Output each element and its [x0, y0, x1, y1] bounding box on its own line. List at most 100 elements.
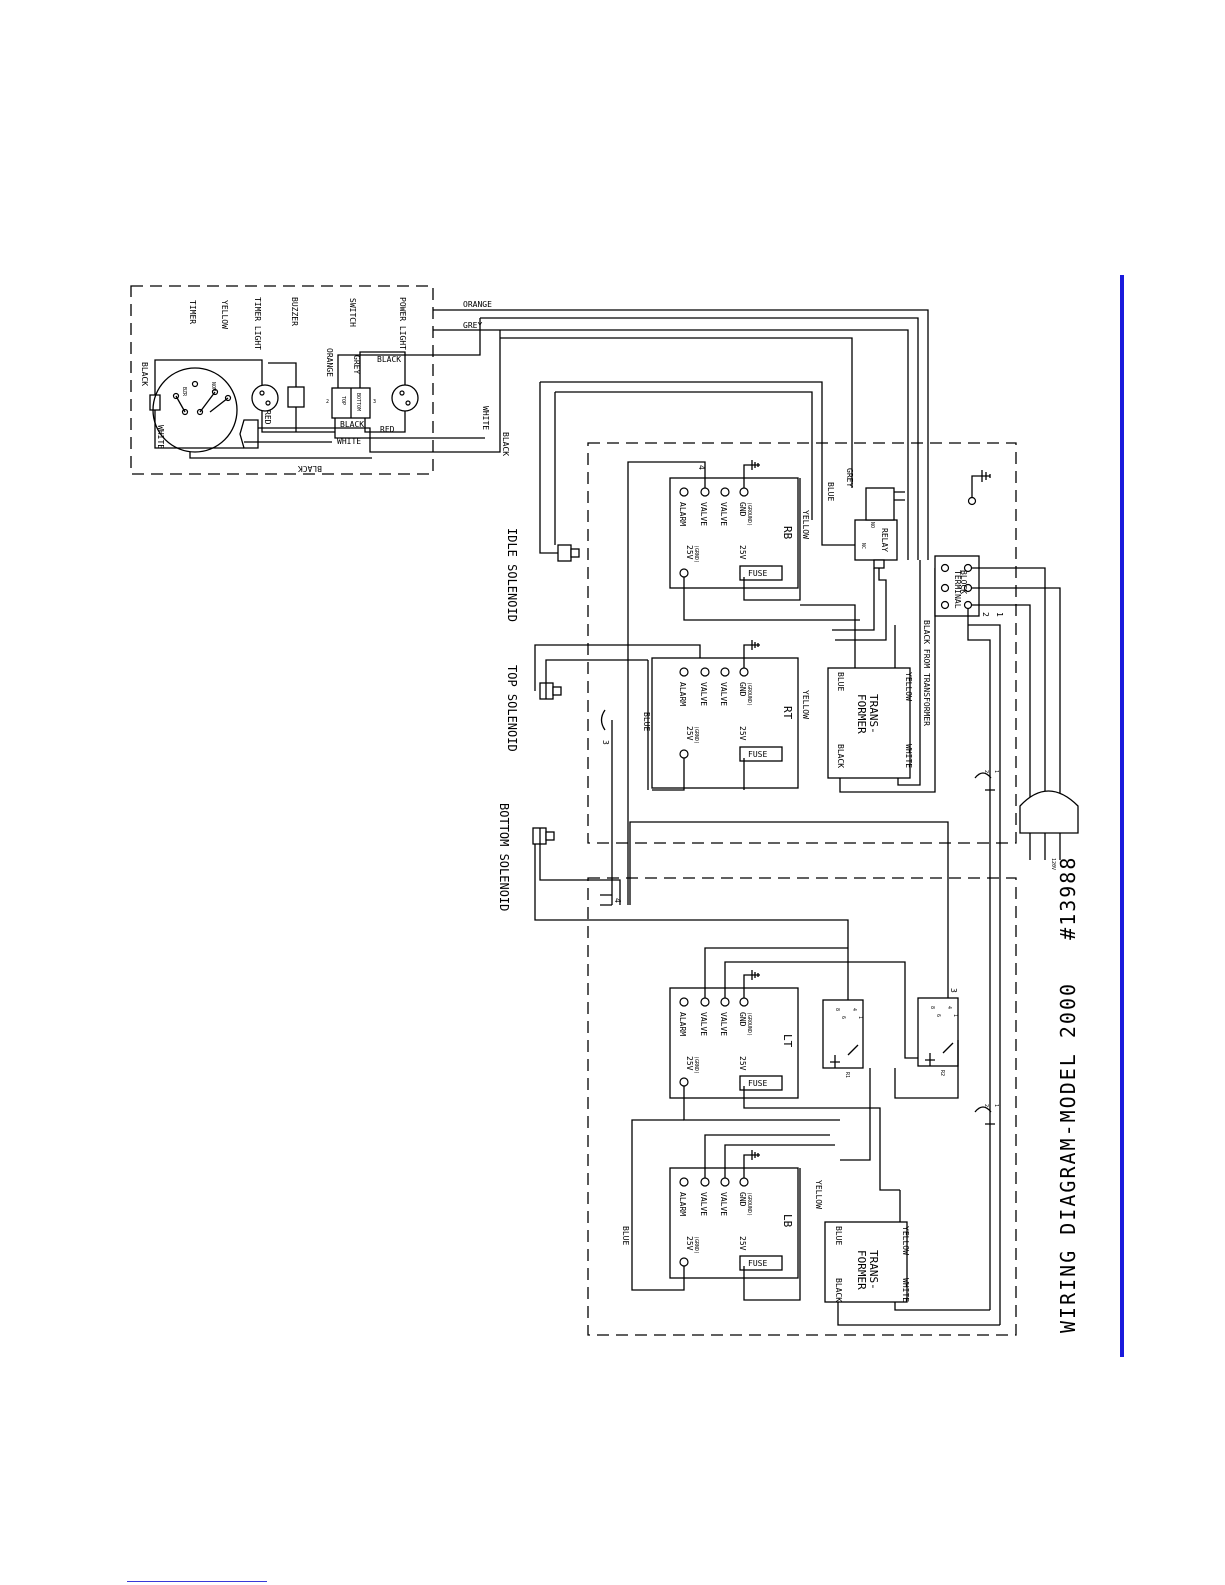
top-solenoid-label: TOP SOLENOID [505, 665, 519, 752]
svg-text:3: 3 [373, 399, 376, 405]
svg-text:6: 6 [840, 1016, 846, 1019]
svg-text:BZR: BZR [181, 387, 187, 397]
power-light-icon [391, 384, 419, 412]
svg-text:TRANS-: TRANS- [867, 1250, 880, 1290]
module-rb: ALARM VALVE VALVE GND (GROUND) 25V (GRND… [627, 460, 860, 690]
svg-text:VALVE: VALVE [719, 682, 728, 706]
svg-text:GREY: GREY [352, 355, 361, 374]
svg-text:FORMER: FORMER [855, 694, 868, 734]
svg-text:25V: 25V [685, 545, 694, 560]
svg-text:8: 8 [929, 1006, 935, 1009]
svg-text:(GROUND): (GROUND) [746, 682, 752, 706]
svg-text:1: 1 [995, 612, 1004, 617]
power-light-label: POWER LIGHT [398, 297, 407, 350]
interconnect-wires: 3 4 4 BLUE BLUE 2 1 2 1 [600, 465, 999, 1245]
svg-text:BLACK: BLACK [501, 432, 510, 456]
svg-text:WHITE: WHITE [337, 437, 361, 446]
svg-text:R1: R1 [844, 1072, 850, 1078]
yellow-label: YELLOW [220, 300, 229, 329]
idle-solenoid: IDLE SOLENOID [505, 382, 580, 622]
relay: RELAY NC NO BLUE GREY [826, 468, 905, 641]
svg-text:R2: R2 [939, 1070, 945, 1076]
svg-text:NO: NO [869, 522, 875, 528]
module-lt: ALARM VALVE VALVE GND (GROUND) 25V (GRND… [669, 947, 920, 1191]
svg-text:VALVE: VALVE [719, 1012, 728, 1036]
svg-text:3: 3 [601, 740, 610, 745]
svg-text:VALVE: VALVE [699, 1192, 708, 1216]
svg-text:RELAY: RELAY [880, 528, 889, 552]
svg-text:BLACK: BLACK [836, 744, 845, 768]
relay-r1: 8 6 4 1 R1 [822, 999, 864, 1078]
svg-text:BLUE: BLUE [826, 482, 835, 501]
timer-label: TIMER [188, 300, 197, 324]
svg-text:VALVE: VALVE [719, 502, 728, 526]
module-rt: ALARM VALVE VALVE GND (GROUND) 25V (GRND… [651, 640, 810, 791]
svg-text:1: 1 [993, 770, 999, 773]
svg-text:25V: 25V [738, 1056, 747, 1071]
svg-text:VALVE: VALVE [699, 682, 708, 706]
svg-text:(GROUND): (GROUND) [746, 1012, 752, 1036]
svg-text:GND: GND [738, 1192, 747, 1207]
transformer-left: TRANS- FORMER BLUE YELLOW BLACK WHITE [824, 1190, 1000, 1326]
svg-text:BLACK FROM TRANSFORMER: BLACK FROM TRANSFORMER [922, 620, 931, 726]
svg-text:(GROUND): (GROUND) [746, 502, 752, 526]
ground-icon [967, 496, 977, 506]
svg-text:BLACK: BLACK [140, 362, 149, 386]
svg-text:25V: 25V [738, 726, 747, 741]
svg-text:WHITE: WHITE [901, 1278, 910, 1302]
svg-text:NC: NC [860, 543, 866, 549]
bottom-link-underline[interactable] [127, 1581, 267, 1582]
svg-text:2: 2 [983, 1104, 989, 1107]
svg-text:4: 4 [851, 1008, 857, 1011]
top-solenoid: TOP SOLENOID [505, 644, 701, 752]
svg-text:4: 4 [946, 1006, 952, 1009]
diagram-title: WIRING DIAGRAM-MODEL 2000 #13988 [1056, 856, 1080, 1333]
svg-text:VALVE: VALVE [719, 1192, 728, 1216]
svg-text:FUSE: FUSE [748, 569, 767, 578]
svg-text:25V: 25V [685, 1236, 694, 1251]
bottom-solenoid: BOTTOM SOLENOID [497, 803, 849, 1000]
svg-text:25V: 25V [738, 1236, 747, 1251]
svg-text:ORANGE: ORANGE [463, 300, 492, 309]
svg-text:VALVE: VALVE [699, 1012, 708, 1036]
module-rb-label: RB [781, 526, 794, 540]
svg-text:YELLOW: YELLOW [801, 510, 810, 539]
svg-text:8: 8 [834, 1008, 840, 1011]
svg-text:1: 1 [993, 1104, 999, 1107]
svg-text:GND: GND [738, 1012, 747, 1027]
svg-text:ORANGE: ORANGE [325, 348, 334, 377]
svg-text:6: 6 [935, 1014, 941, 1017]
svg-text:WHITE: WHITE [904, 744, 913, 768]
svg-text:3: 3 [949, 988, 958, 993]
bottom-solenoid-label: BOTTOM SOLENOID [497, 803, 511, 911]
svg-text:(GRND): (GRND) [693, 1056, 699, 1074]
svg-text:25V: 25V [685, 726, 694, 741]
control-panel: TIMER YELLOW TIMER LIGHT BUZZER SWITCH P… [130, 285, 510, 475]
svg-text:4: 4 [613, 898, 622, 903]
buzzer-label: BUZZER [290, 297, 299, 326]
svg-text:GREY: GREY [463, 321, 482, 330]
relay-r2: 8 6 4 1 R2 3 [629, 821, 959, 1099]
svg-text:FUSE: FUSE [748, 1079, 767, 1088]
svg-text:BLACK: BLACK [834, 1278, 843, 1302]
svg-text:ALARM: ALARM [678, 1012, 687, 1036]
svg-text:VALVE: VALVE [699, 502, 708, 526]
module-lb: ALARM VALVE VALVE GND (GROUND) 25V (GRND… [631, 1119, 835, 1301]
svg-text:FORMER: FORMER [855, 1250, 868, 1290]
switch-label: SWITCH [348, 298, 357, 327]
svg-text:4: 4 [697, 465, 706, 470]
svg-text:2: 2 [326, 399, 329, 405]
svg-text:ALARM: ALARM [678, 682, 687, 706]
svg-text:RED: RED [263, 410, 272, 425]
svg-text:YELLOW: YELLOW [901, 1226, 910, 1255]
svg-text:ALARM: ALARM [678, 1192, 687, 1216]
svg-text:(GRND): (GRND) [693, 545, 699, 563]
left-enclosure [587, 877, 1017, 1336]
svg-text:(GRND): (GRND) [693, 1236, 699, 1254]
svg-text:WHITE: WHITE [481, 406, 490, 430]
svg-text:BOTTOM: BOTTOM [355, 393, 361, 411]
svg-text:TRANS-: TRANS- [867, 694, 880, 734]
svg-text:NOM: NOM [210, 382, 216, 391]
svg-text:BLACK: BLACK [340, 420, 364, 429]
